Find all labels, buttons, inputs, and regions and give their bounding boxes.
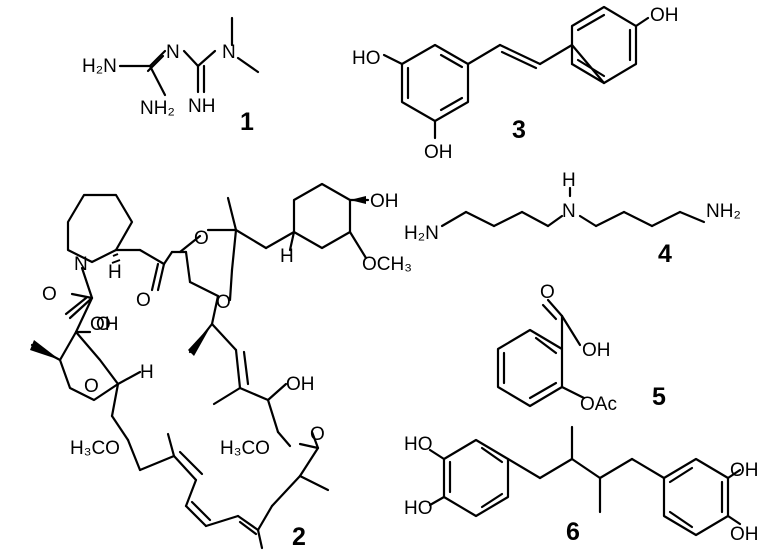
c3-ho-left-label: HO [352,48,381,69]
c6-oh-bottom-label: OH [730,524,759,545]
c4-n-label: N [562,201,576,222]
c1-nh2-label: NH₂ [140,98,175,119]
compound-number-3: 3 [512,116,526,144]
c2-oh-left-label: OH [90,314,119,335]
c2-o-ketone2-label: O [310,424,325,445]
c6-ho-top-label: HO [404,434,433,455]
c2-o-ester-label: O [194,228,209,249]
compound-1-structure: H₂N N N NH₂ NH [82,16,260,119]
c5-oh-label: OH [582,340,611,361]
c2-oh-cyclohexyl-label: OH [370,191,399,212]
compound-number-4: 4 [658,240,672,268]
c2-h-pip-label: H [108,262,122,283]
c2-o-carbonyl-label: O [136,290,151,311]
c4-h2n-label: H₂N [404,223,439,244]
compound-5-structure: O OH OAc [496,282,617,415]
c2-h3co-left-label: H₃CO [70,438,120,459]
c2-o-ring-label: O [84,376,99,397]
c5-o-label: O [540,282,555,303]
c2-h-ring-label: H [140,362,154,383]
c2-o-ketone-label: O [216,292,231,313]
compound-number-5: 5 [652,383,666,411]
c3-oh-top-label: OH [650,5,679,26]
c2-h3co-mid-label: H₃CO [220,438,270,459]
c2-o2-label: O [96,314,111,335]
c3-oh-bottom-label: OH [424,142,453,163]
c1-n-dimethyl-label: N [222,42,236,63]
c2-oh-mid-label: OH [286,374,315,395]
compound-number-1: 1 [240,108,254,136]
compound-3-structure: OH HO OH [352,5,679,163]
compound-6-structure: HO HO OH OH [404,425,759,545]
c1-n-imine-label: N [166,42,180,63]
c6-oh-top-label: OH [730,460,759,481]
compound-number-6: 6 [566,518,580,546]
c2-n-label: N [74,254,88,275]
c4-h-label: H [562,170,576,191]
c2-h-cyclohexyl-label: H [280,246,294,267]
c5-oac-label: OAc [580,394,617,415]
compound-number-2: 2 [292,523,306,551]
compound-2-structure: N H O O O O OH O H H₃CO O OH H₃CO O OH O… [30,182,412,550]
c6-ho-bottom-label: HO [404,498,433,519]
c2-och3-label: OCH₃ [362,254,412,275]
c1-nh-label: NH [188,96,215,117]
c1-h2n-label: H₂N [82,56,117,77]
c2-o1-label: O [42,284,57,305]
compound-4-structure: H₂N H N NH₂ [404,170,741,244]
c4-nh2-label: NH₂ [706,201,741,222]
